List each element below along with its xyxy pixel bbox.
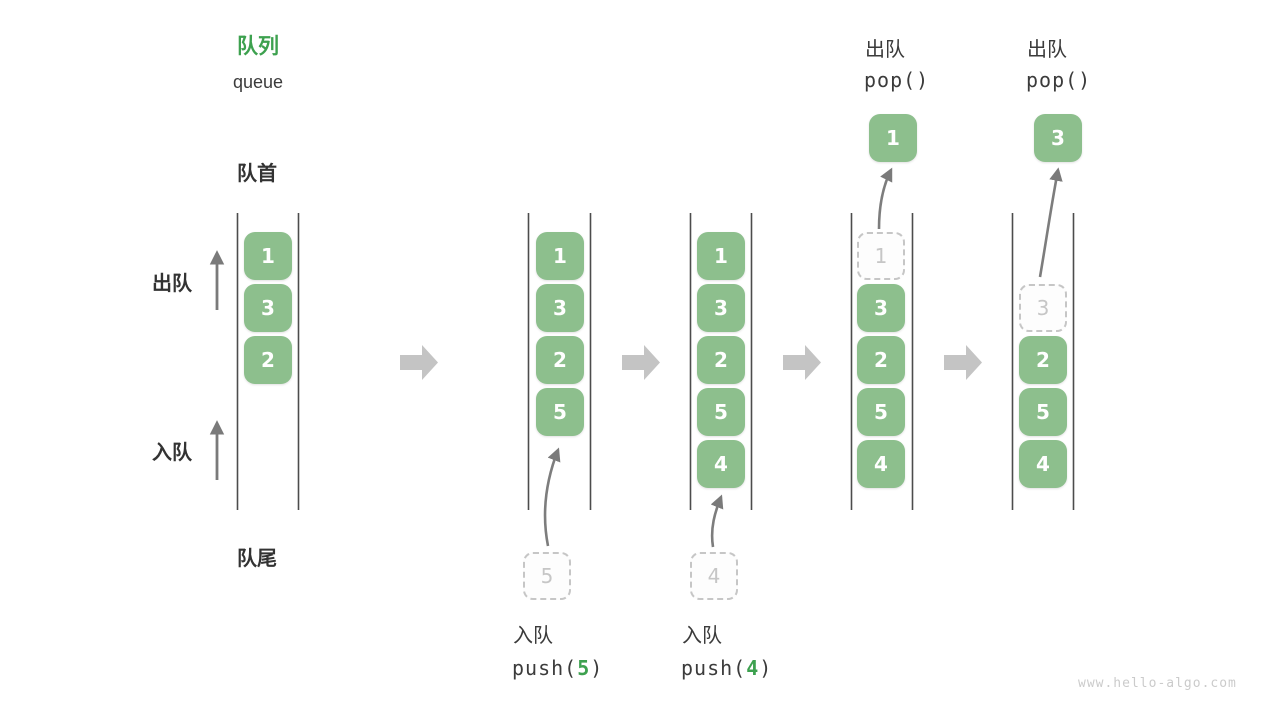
- queue-item: 2: [244, 336, 292, 384]
- code-text: push(: [512, 656, 578, 680]
- code-text: ): [759, 656, 773, 680]
- queue-item: 2: [1019, 336, 1067, 384]
- step-arrow-icon: [622, 345, 660, 380]
- queue-item: 1: [697, 232, 745, 280]
- queue-item: 3: [697, 284, 745, 332]
- queue-item: 3: [244, 284, 292, 332]
- popped-item: 3: [1034, 114, 1082, 162]
- step-arrow-icon: [400, 345, 438, 380]
- removed-item-ghost: 1: [857, 232, 905, 280]
- push4-arrow-icon: [710, 494, 724, 548]
- queue-item: 5: [536, 388, 584, 436]
- code-arg: 5: [577, 656, 591, 680]
- step-arrows: [400, 345, 982, 380]
- watermark: www.hello-algo.com: [1078, 676, 1237, 691]
- queue-walls: [236, 213, 1075, 510]
- queue-item: 2: [697, 336, 745, 384]
- queue-item: 5: [697, 388, 745, 436]
- pop2-arrow-icon: [1038, 167, 1063, 278]
- queue-item: 4: [857, 440, 905, 488]
- code-text: ): [590, 656, 604, 680]
- diagram-title-zh: 队列: [237, 35, 279, 58]
- push4-op-code: push(4): [681, 656, 772, 680]
- dequeue-side-label: 出队: [152, 273, 192, 295]
- step-arrow-icon: [944, 345, 982, 380]
- pop2-op-label: 出队: [1027, 39, 1067, 61]
- push5-op-label: 入队: [513, 625, 553, 647]
- pop2-op-code: pop(): [1026, 68, 1092, 92]
- queue-front-label: 队首: [237, 163, 277, 185]
- step-arrow-icon: [783, 345, 821, 380]
- diagram-title-en: queue: [233, 72, 284, 92]
- push4-op-label: 入队: [682, 625, 722, 647]
- queue-item: 3: [857, 284, 905, 332]
- queue-rear-label: 队尾: [237, 548, 277, 570]
- staged-item-ghost: 5: [523, 552, 571, 600]
- pop1-op-code: pop(): [864, 68, 930, 92]
- queue-item: 1: [244, 232, 292, 280]
- queue-item: 1: [536, 232, 584, 280]
- code-text: push(: [681, 656, 747, 680]
- queue-item: 2: [536, 336, 584, 384]
- pop1-arrow-icon: [877, 167, 893, 230]
- queue-item: 4: [1019, 440, 1067, 488]
- queue-item: 3: [536, 284, 584, 332]
- queue-item: 5: [1019, 388, 1067, 436]
- removed-item-ghost: 3: [1019, 284, 1067, 332]
- queue-item: 5: [857, 388, 905, 436]
- pop1-op-label: 出队: [865, 39, 905, 61]
- enqueue-side-label: 入队: [152, 442, 192, 464]
- queue-item: 4: [697, 440, 745, 488]
- code-arg: 4: [746, 656, 760, 680]
- staged-item-ghost: 4: [690, 552, 738, 600]
- push5-arrow-icon: [543, 447, 561, 547]
- push5-op-code: push(5): [512, 656, 603, 680]
- popped-item: 1: [869, 114, 917, 162]
- queue-item: 2: [857, 336, 905, 384]
